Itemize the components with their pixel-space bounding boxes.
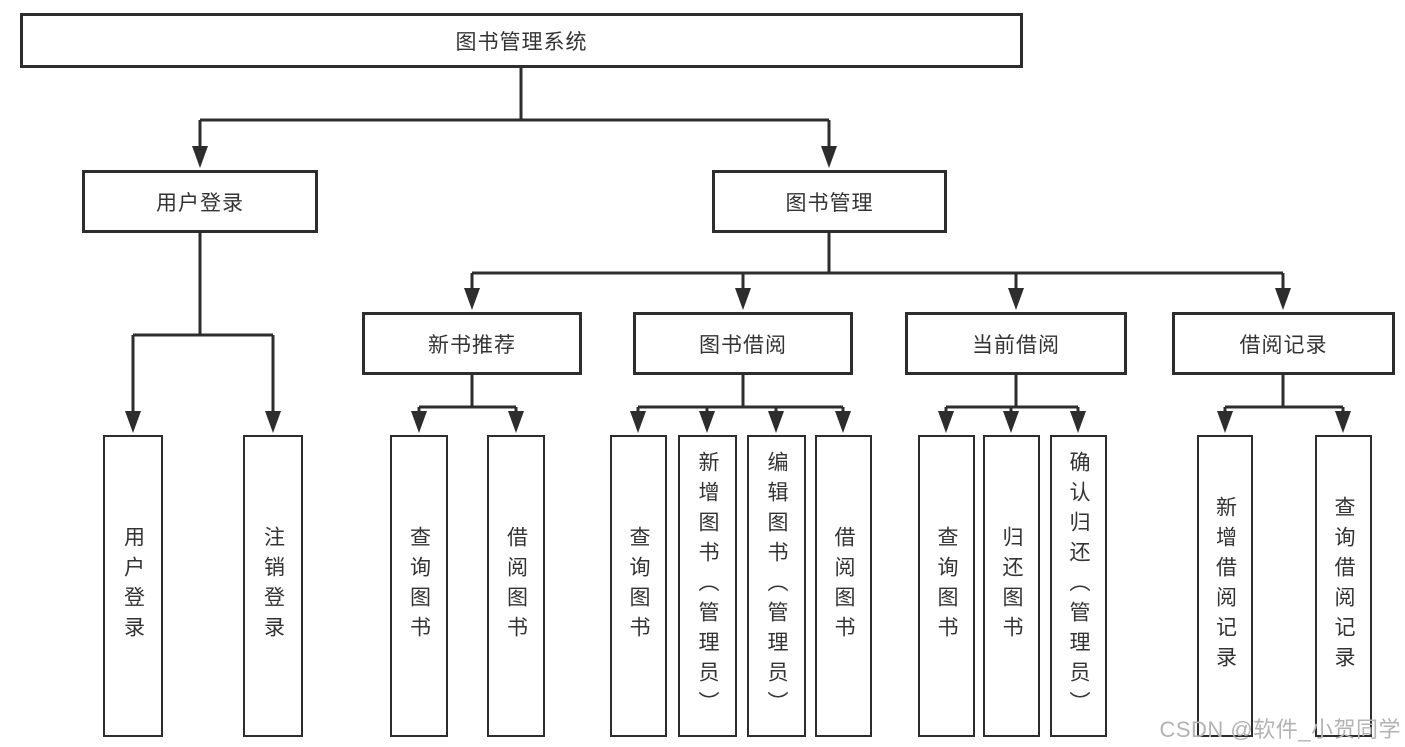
leaf-confirm-return-admin: 确认归还（管理员）: [1050, 435, 1107, 737]
connector-current-children: [944, 375, 1080, 416]
leaf-edit-books-admin: 编辑图书（管理员）: [747, 435, 806, 737]
connector-recommend-children: [417, 375, 518, 416]
arrow-down-icon: [411, 411, 427, 433]
leaf-add-books-admin: 新增图书（管理员）: [678, 435, 737, 737]
leaf-query-books-current: 查询图书: [918, 435, 975, 737]
node-current-borrow: 当前借阅: [905, 312, 1127, 375]
arrow-down-icon: [1335, 411, 1351, 433]
arrow-down-icon: [1003, 411, 1019, 433]
leaf-query-books-borrow: 查询图书: [610, 435, 667, 737]
leaf-return-books: 归还图书: [983, 435, 1040, 737]
connector-root-to-l2: [198, 68, 831, 150]
arrow-down-icon: [630, 411, 646, 433]
leaf-borrow-books-recommend: 借阅图书: [487, 435, 545, 737]
arrow-down-icon: [464, 288, 480, 310]
arrow-down-icon: [192, 146, 208, 168]
watermark: CSDN @软件_小贺同学: [1159, 717, 1401, 742]
arrow-down-icon: [835, 411, 851, 433]
node-user-login: 用户登录: [82, 170, 318, 233]
arrow-down-icon: [938, 411, 954, 433]
leaf-query-books-recommend: 查询图书: [390, 435, 448, 737]
arrow-down-icon: [1070, 411, 1086, 433]
connector-records-children: [1223, 375, 1345, 416]
leaf-query-borrow-record: 查询借阅记录: [1315, 435, 1372, 737]
leaf-add-borrow-record: 新增借阅记录: [1197, 435, 1253, 737]
arrow-down-icon: [735, 288, 751, 310]
node-new-book-recommend: 新书推荐: [362, 312, 582, 375]
node-library-management-system: 图书管理系统: [20, 13, 1023, 68]
arrow-down-icon: [768, 411, 784, 433]
arrow-down-icon: [508, 411, 524, 433]
leaf-borrow-books-borrow: 借阅图书: [815, 435, 872, 737]
arrow-down-icon: [821, 146, 837, 168]
arrow-down-icon: [125, 411, 141, 433]
node-book-management: 图书管理: [712, 170, 947, 233]
leaf-user-login: 用户登录: [103, 435, 163, 737]
connector-user-login-children: [131, 233, 275, 415]
leaf-logout-login: 注销登录: [243, 435, 303, 737]
arrow-down-icon: [1008, 288, 1024, 310]
arrow-down-icon: [699, 411, 715, 433]
connector-book-mgmt-children: [470, 233, 1285, 292]
connector-borrow-children: [636, 375, 845, 416]
node-borrow-records: 借阅记录: [1172, 312, 1395, 375]
arrow-down-icon: [265, 411, 281, 433]
arrow-down-icon: [1217, 411, 1233, 433]
arrow-down-icon: [1275, 288, 1291, 310]
node-book-borrow: 图书借阅: [633, 312, 853, 375]
